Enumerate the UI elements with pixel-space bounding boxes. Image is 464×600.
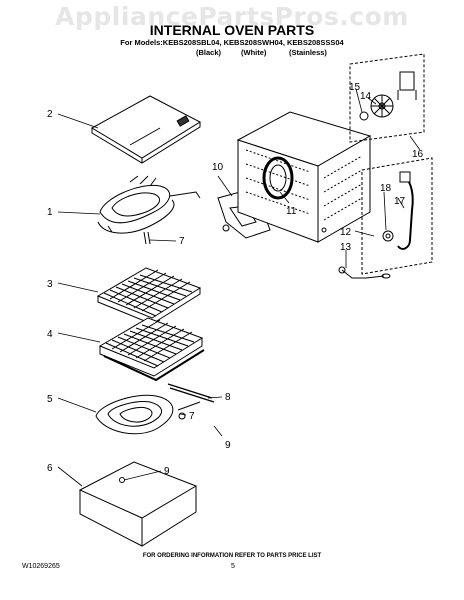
page-title: INTERNAL OVEN PARTS — [149, 22, 315, 38]
callout-2: 2 — [47, 109, 53, 120]
callout-7a: 7 — [179, 236, 185, 247]
callout-1: 1 — [47, 207, 53, 218]
part-2-plate — [90, 95, 202, 164]
part-5-bake-element — [95, 383, 215, 435]
callout-11: 11 — [286, 206, 297, 217]
callout-15: 15 — [349, 82, 361, 93]
ordering-note: FOR ORDERING INFORMATION REFER TO PARTS … — [142, 553, 322, 559]
callout-16: 16 — [412, 149, 424, 160]
model-numbers: For Models:KEBS208SBL04, KEBS208SWH04, K… — [120, 38, 344, 47]
callout-8: 8 — [225, 392, 231, 403]
callout-labels: 2 1 3 4 5 6 7 7 8 9 9 10 11 12 13 14 15 … — [47, 82, 424, 477]
part-6-tray — [78, 461, 198, 547]
convection-fan-group — [349, 53, 425, 143]
callout-6: 6 — [47, 463, 53, 474]
document-number: W10269265 — [22, 563, 60, 570]
part-4-roller-rack — [98, 317, 205, 382]
callout-10: 10 — [212, 162, 224, 173]
callout-7b: 7 — [189, 411, 195, 422]
finish-stainless: (Stainless) — [289, 48, 327, 57]
watermark: AppliancePartsPros.com — [55, 2, 409, 31]
part-3-rack — [96, 267, 202, 325]
part-1-broil-element — [97, 175, 201, 245]
callout-17: 17 — [394, 196, 406, 207]
oven-cavity — [236, 111, 372, 243]
callout-9b: 9 — [164, 466, 170, 477]
finish-black: (Black) — [196, 48, 222, 57]
callout-4: 4 — [47, 329, 53, 340]
part-13-probe — [338, 266, 391, 279]
callout-3: 3 — [47, 279, 53, 290]
page-number: 5 — [231, 563, 235, 570]
callout-12: 12 — [340, 227, 352, 238]
callout-9a: 9 — [225, 440, 231, 451]
callout-5: 5 — [47, 394, 53, 405]
callout-14: 14 — [360, 91, 372, 102]
convection-element-group — [361, 157, 433, 275]
leader-lines — [57, 88, 421, 487]
callout-18: 18 — [380, 183, 392, 194]
finish-white: (White) — [241, 48, 267, 57]
callout-13: 13 — [340, 242, 352, 253]
